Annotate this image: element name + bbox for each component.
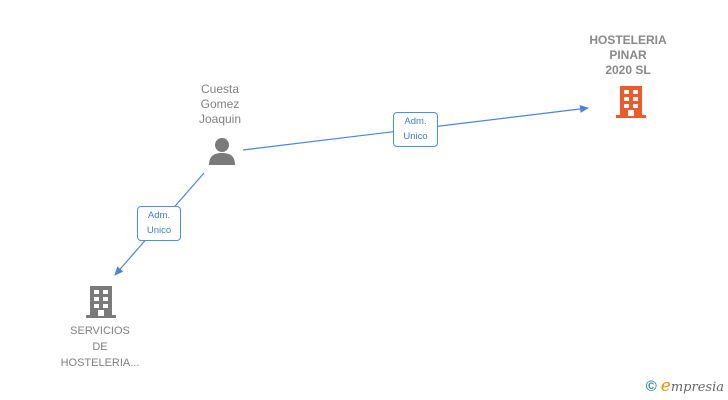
edge-label-line: Adm.: [404, 116, 427, 127]
company-main-label-line: HOSTELERIA: [589, 33, 667, 47]
company-other-label-line: SERVICIOS: [70, 325, 130, 337]
person-label-line: Cuesta: [200, 82, 240, 96]
person-icon[interactable]: [207, 136, 237, 166]
edge-label-line: Unico: [403, 131, 428, 142]
empresia-watermark: © empresia: [646, 376, 724, 396]
company-main-label-line: 2020 SL: [605, 63, 651, 77]
building-icon[interactable]: [84, 284, 118, 320]
company-other-label[interactable]: SERVICIOS DE HOSTELERIA...: [40, 323, 160, 371]
brand-name: mpresia: [670, 380, 724, 395]
company-other-label-line: DE: [92, 341, 108, 353]
building-icon[interactable]: [614, 84, 648, 120]
brand-logo: empresia: [661, 376, 724, 396]
brand-initial: e: [660, 376, 671, 396]
company-main-label-line: PINAR: [609, 48, 647, 62]
edge-label-adm-unico: Adm. Unico: [393, 112, 438, 147]
person-label-line: Joaquin: [198, 112, 242, 126]
company-main-label[interactable]: HOSTELERIA PINAR 2020 SL: [568, 33, 688, 78]
copyright-icon: ©: [645, 377, 657, 395]
edge-label-line: Adm.: [147, 210, 171, 221]
edge-label-adm-unico: Adm. Unico: [137, 206, 181, 241]
company-other-label-line: HOSTELERIA...: [60, 357, 140, 369]
person-label-line: Gomez: [200, 97, 240, 111]
person-label[interactable]: Cuesta Gomez Joaquin: [180, 82, 260, 127]
edge-label-line: Unico: [146, 225, 172, 236]
